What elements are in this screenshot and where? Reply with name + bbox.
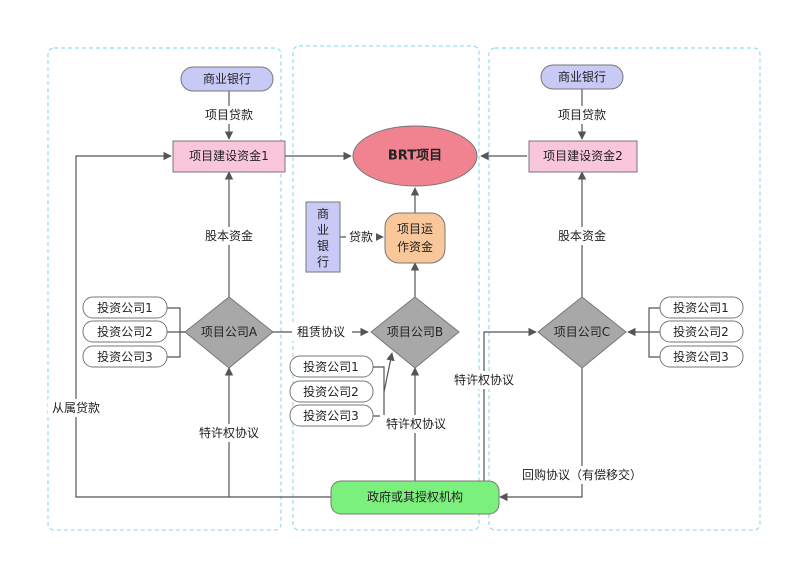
edge-company-c-buyback-to-gov	[499, 368, 583, 502]
inv-mid-2	[289, 380, 374, 403]
fund1-label: 项目建设资金1	[189, 148, 269, 163]
brt-node	[352, 125, 478, 187]
gov-node	[330, 480, 500, 515]
company-b-label: 项目公司B	[387, 325, 443, 339]
company-a-label: 项目公司A	[201, 325, 258, 339]
edge-inv-mid-to-company-b	[383, 352, 395, 393]
inv-mid-1-label: 投资公司1	[303, 359, 359, 374]
fund1-node	[172, 140, 286, 173]
bank-mid-char-3: 银	[317, 239, 329, 253]
brt-label: BRT项目	[388, 149, 442, 164]
label-franchise-c: 特许权协议	[454, 372, 514, 387]
label-subloan: 从属贷款	[52, 401, 100, 415]
group-right	[488, 47, 761, 531]
label-loan-right: 项目贷款	[558, 108, 606, 122]
label-franchise-a: 特许权协议	[199, 425, 259, 440]
bank-mid-node	[305, 201, 341, 273]
edge-gov-to-fund1-subloan	[75, 151, 331, 498]
inv-right-3	[659, 345, 744, 368]
inv-left-3-label: 投资公司3	[97, 349, 153, 364]
bank-mid-char-2: 业	[317, 223, 329, 237]
label-loan-left: 项目贷款	[205, 108, 253, 122]
inv-right-1-label: 投资公司1	[673, 300, 729, 315]
inv-left-2	[82, 320, 168, 343]
fund2-node	[528, 140, 638, 173]
fund2-label: 项目建设资金2	[543, 148, 623, 163]
label-buyback: 回购协议（有偿移交）	[522, 467, 642, 482]
inv-left-1	[82, 296, 168, 319]
label-equity-left: 股本资金	[205, 228, 253, 243]
inv-right-1	[659, 296, 744, 319]
company-c-node	[537, 296, 627, 369]
bank-left-label: 商业银行	[203, 71, 251, 86]
inv-left-2-label: 投资公司2	[97, 324, 153, 339]
group-middle	[292, 45, 480, 531]
inv-right-2	[659, 320, 744, 343]
label-lease: 租赁协议	[297, 324, 345, 339]
label-equity-right: 股本资金	[558, 228, 606, 243]
bank-right-node	[540, 64, 624, 90]
op-fund-node	[384, 212, 446, 264]
inv-mid-3-label: 投资公司3	[303, 408, 359, 423]
edge-gov-to-company-c	[472, 327, 537, 485]
op-fund-line-2: 作资金	[397, 239, 433, 254]
inv-mid-1	[289, 355, 374, 378]
inv-right-3-label: 投资公司3	[673, 349, 729, 364]
inv-mid-3	[289, 404, 374, 427]
inv-mid-2-label: 投资公司2	[303, 384, 359, 399]
bank-mid-char-1: 商	[317, 206, 329, 221]
bank-right-label: 商业银行	[558, 69, 606, 84]
gov-label: 政府或其授权机构	[367, 489, 463, 504]
company-a-node	[184, 296, 274, 369]
bank-left-node	[180, 66, 274, 92]
company-c-label: 项目公司C	[554, 325, 610, 339]
label-loan-mid: 贷款	[349, 230, 373, 244]
group-left	[47, 47, 282, 531]
inv-left-3	[82, 345, 168, 368]
op-fund-line-1: 项目运	[397, 222, 433, 236]
inv-left-1-label: 投资公司1	[97, 300, 153, 315]
bank-mid-char-4: 行	[317, 255, 329, 269]
label-franchise-b: 特许权协议	[386, 416, 446, 431]
inv-right-2-label: 投资公司2	[673, 324, 729, 339]
bracket-inv-mid	[373, 366, 385, 417]
company-b-node	[370, 296, 460, 369]
